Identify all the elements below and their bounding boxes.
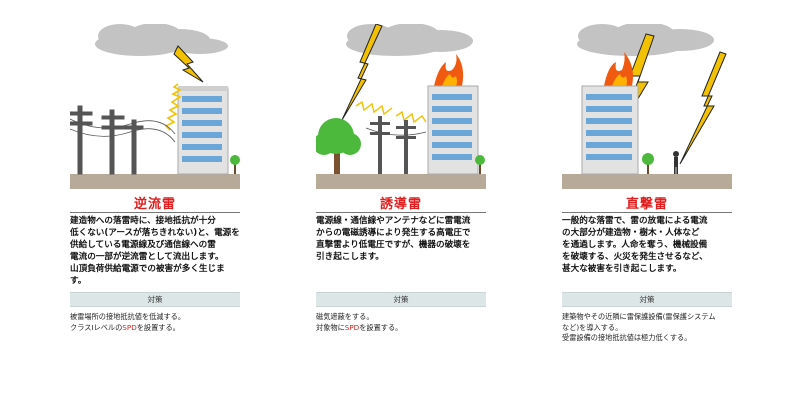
countermeasure-heading: 対策 [70, 292, 240, 307]
panel-description: 電源線・通信線やアンテナなどに雷電流からの電磁誘導により発生する高電圧で 直撃雷… [316, 216, 471, 262]
back-flow-lightning-illustration [70, 24, 240, 189]
countermeasure-text: 建築物やその近隣に雷保護設備(雷保護システム など)を導入する。 受雷設備の接地… [562, 312, 716, 342]
title-divider [70, 212, 240, 213]
countermeasure-heading: 対策 [316, 292, 486, 307]
cloud-icon [95, 24, 228, 56]
small-tree-icon [475, 155, 485, 174]
direct-lightning-illustration [562, 24, 732, 189]
utility-pole-icon [70, 105, 144, 175]
surge-zigzag [395, 110, 427, 124]
title-divider [562, 212, 732, 213]
panel-title: 直撃雷 [625, 197, 668, 212]
person-icon [673, 151, 679, 174]
building-icon [581, 85, 639, 175]
fire-icon [604, 52, 633, 86]
lightning-bolt-icon [173, 45, 204, 83]
ground [70, 174, 240, 189]
panel-description: 一般的な落雷で、雷の放電による電流の大部分が建造物・樹木・人体など を通過します… [562, 216, 708, 274]
surge-zigzag [355, 100, 393, 116]
ground [316, 174, 486, 189]
power-line [70, 128, 176, 143]
surge-zigzag [164, 83, 182, 131]
lightning-bolt-icon [679, 51, 727, 165]
countermeasure-text: 磁気遮蔽をする。 対象物にSPDを設置する。 [316, 312, 403, 332]
fire-icon [434, 54, 464, 86]
small-tree-icon [642, 153, 654, 174]
tree-icon [316, 118, 361, 174]
small-tree-icon [230, 155, 240, 174]
induced-lightning-illustration [316, 24, 486, 189]
panel-back-flow-lightning: 逆流雷 建造物への落雷時に、接地抵抗が十分低くない(アースが落ちきれない)と、電… [70, 0, 240, 410]
cloud-icon [577, 24, 714, 56]
ground [562, 174, 732, 189]
building-icon [427, 85, 479, 175]
panel-title: 誘導雷 [379, 197, 422, 212]
panel-induced-lightning: 誘導雷 電源線・通信線やアンテナなどに雷電流からの電磁誘導により発生する高電圧で… [316, 0, 486, 410]
power-line [70, 118, 176, 135]
utility-pole-icon [370, 116, 416, 174]
power-line [365, 127, 427, 136]
panel-title: 逆流雷 [133, 197, 176, 212]
building-icon [177, 86, 229, 175]
countermeasure-text: 被雷場所の接地抵抗値を低減する。 クラスⅠレベルのSPDを設置する。 [70, 312, 186, 332]
countermeasure-heading: 対策 [562, 292, 732, 307]
panel-direct-lightning: 直撃雷 一般的な落雷で、雷の放電による電流の大部分が建造物・樹木・人体など を通… [562, 0, 732, 410]
panel-description: 建造物への落雷時に、接地抵抗が十分低くない(アースが落ちきれない)と、電源を 供… [70, 216, 240, 286]
title-divider [316, 212, 486, 213]
lightning-bolt-icon [341, 24, 383, 121]
